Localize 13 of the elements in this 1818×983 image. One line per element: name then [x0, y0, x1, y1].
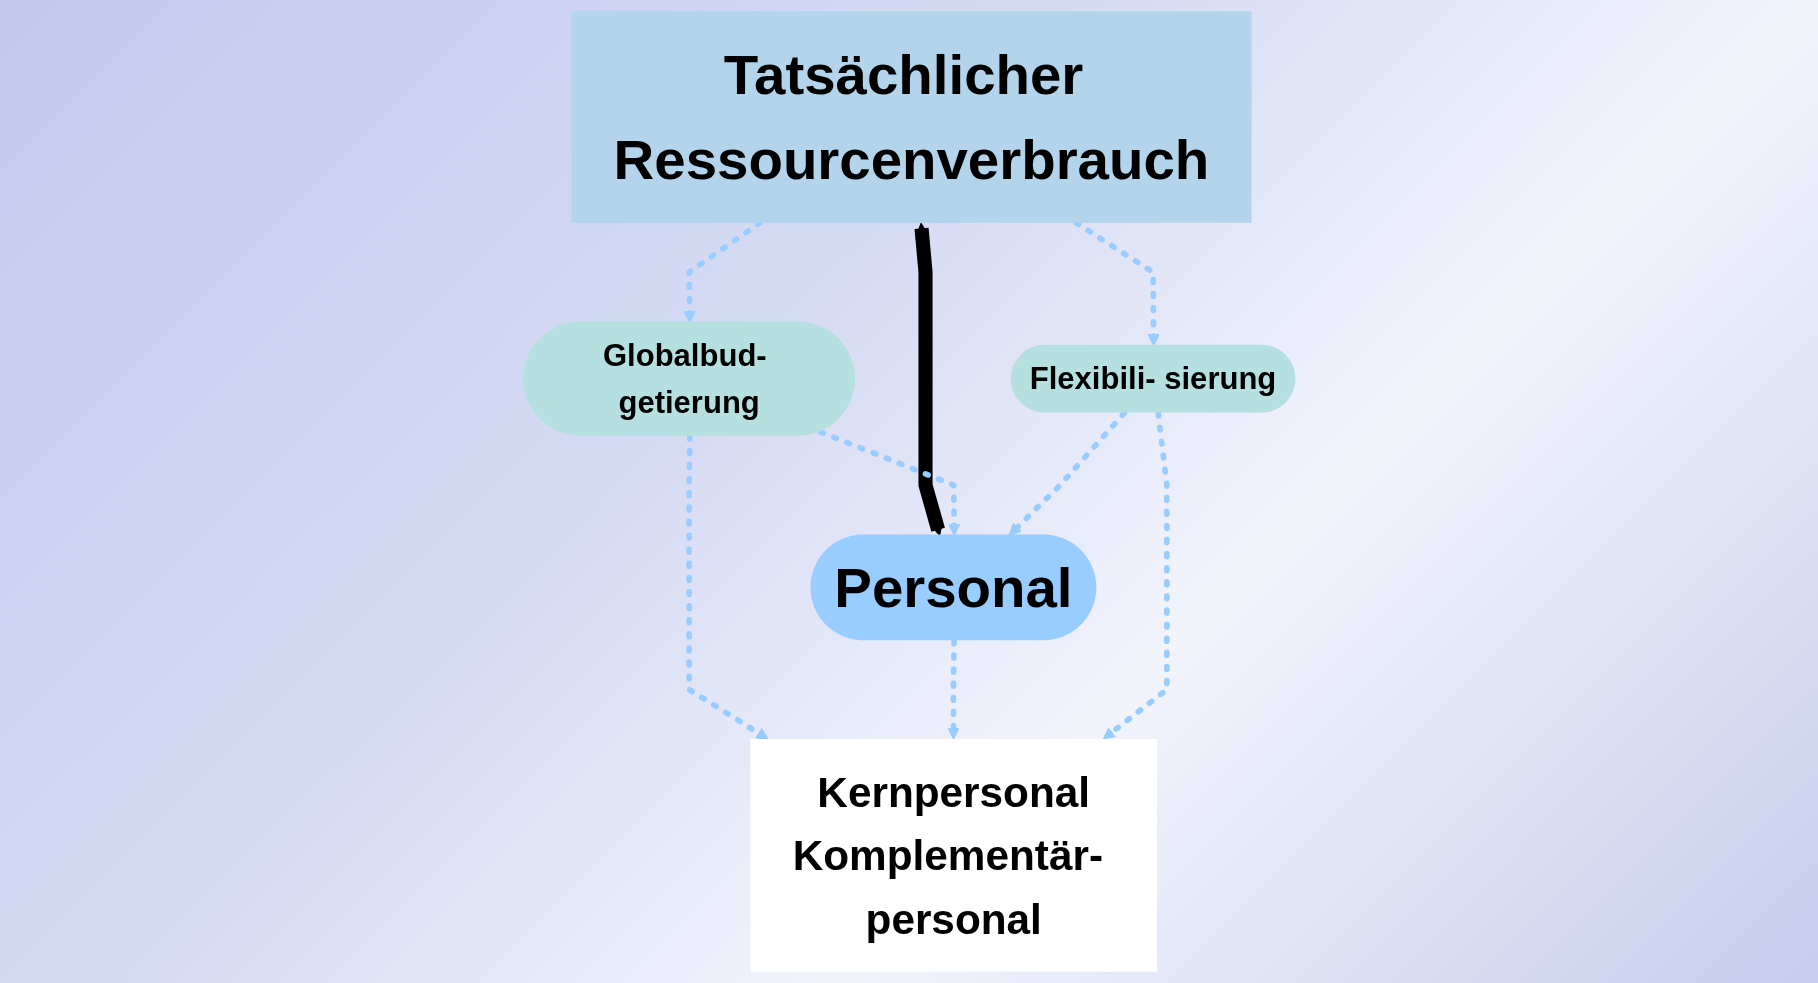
arrow — [1008, 410, 1127, 536]
node-box: Kernpersonal Komplementär- personal — [750, 739, 1157, 972]
arrow — [817, 429, 961, 536]
arrow — [686, 433, 769, 740]
arrow — [683, 220, 763, 323]
arrow — [946, 638, 960, 740]
arrow — [1073, 220, 1160, 347]
node-box: Tatsächlicher Ressourcenverbrauch — [570, 11, 1252, 223]
arrow — [914, 222, 945, 536]
arrow — [1102, 410, 1170, 740]
node-box: Flexibili- sierung — [1010, 344, 1295, 413]
node-box: Globalbud- getierung — [523, 321, 855, 436]
node-box: Personal — [810, 534, 1096, 641]
